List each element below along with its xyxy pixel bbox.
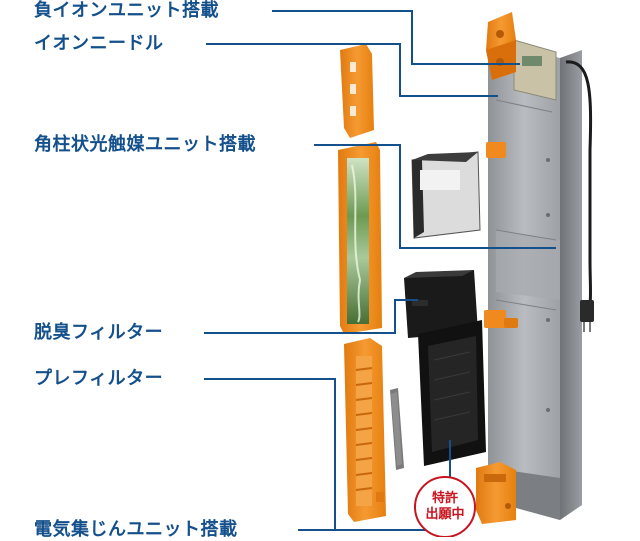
orange-clips	[484, 142, 518, 328]
label-deodorizing: 脱臭フィルター	[34, 322, 164, 343]
leader-deodorizing	[204, 299, 418, 334]
mesh-strip	[390, 388, 404, 470]
photocatalyst-unit-part	[338, 142, 382, 334]
label-photocatalyst: 角柱状光触媒ユニット搭載	[34, 134, 256, 155]
stamp-line-2: 出願中	[425, 507, 465, 522]
label-prefilter: プレフィルター	[34, 368, 164, 389]
purifier-main-body	[488, 39, 582, 520]
deodorizing-filter-part	[404, 270, 478, 338]
leader-photocatalyst	[314, 144, 556, 249]
photocatalyst-box	[411, 151, 481, 239]
ion-needle-cover-part	[340, 44, 374, 138]
leader-ion-unit	[272, 10, 520, 65]
label-electrostatic: 電気集じんユニット搭載	[34, 519, 238, 540]
electrostatic-unit-orange	[476, 462, 516, 524]
power-cord	[565, 60, 594, 332]
patent-pending-stamp: 特許 出願中	[414, 484, 476, 530]
leader-ion-needle	[206, 43, 498, 97]
pre-filter-part	[418, 320, 486, 466]
electrostatic-collector-part	[344, 338, 386, 522]
label-ion-needle: イオンニードル	[34, 33, 164, 54]
ion-unit-orange-top	[486, 12, 516, 80]
label-ion-unit: 負イオンユニット搭載	[34, 0, 219, 21]
stamp-line-1: 特許	[431, 491, 458, 506]
patent-pending-stamp-circle	[414, 476, 476, 537]
